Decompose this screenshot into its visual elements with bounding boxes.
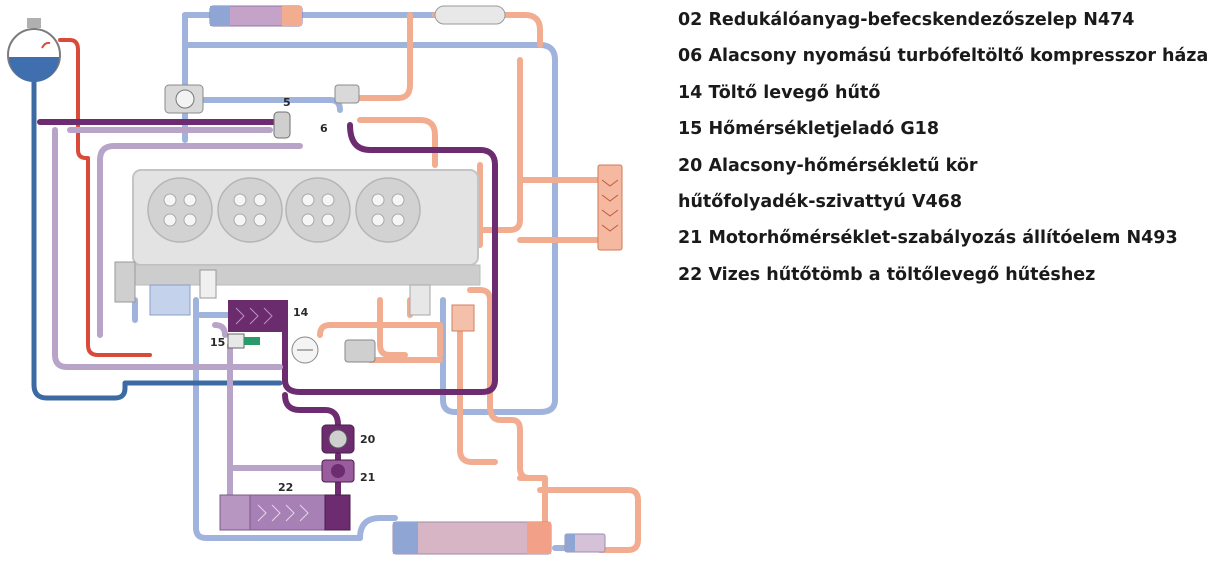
legend-item-22: 22 Vizes hűtőtömb a töltőlevegő hűtéshez [678,264,1096,285]
legend-list: 02 Redukálóanyag-befecskendezőszelep N47… [678,4,1218,295]
legend-item-02: 02 Redukálóanyag-befecskendezőszelep N47… [678,10,1135,30]
legend-item-21: 21 Motorhőmérséklet-szabályozás állítóel… [678,228,1178,249]
legend-item-06: 06 Alacsony nyomású turbófeltöltő kompre… [678,46,1209,67]
mixed-coolant-pipes [52,127,333,498]
legend-item-20: 20 Alacsony-hőmérsékletű kör [678,155,978,176]
callout-5: 5 [283,96,291,109]
hot-red-pipe [58,38,152,357]
hot-coolant-pipes [317,12,641,553]
legend-item-14: 14 Töltő levegő hűtő [678,82,881,103]
callout-21: 21 [360,471,375,484]
callout-15: 15 [210,336,225,349]
components [164,84,475,531]
legend-item-15: 15 Hőmérsékletjeladó G18 [678,119,940,140]
callout-14: 14 [293,306,309,319]
callout-22: 22 [278,481,293,494]
coolant-circuit-diagram: 5 6 14 15 20 21 22 [7,5,641,555]
legend-item-20-continued: hűtőfolyadék-szivattyú V468 [678,191,963,212]
callout-6: 6 [320,122,328,135]
low-temperature-circuit-pipes [37,119,498,498]
callout-20: 20 [360,433,376,446]
callout-numbers: 5 6 14 15 20 21 22 [210,96,376,494]
engine-block [114,169,481,316]
dark-blue-return-pipe [31,72,283,401]
expansion-tank [7,18,61,82]
radiators [209,5,623,555]
